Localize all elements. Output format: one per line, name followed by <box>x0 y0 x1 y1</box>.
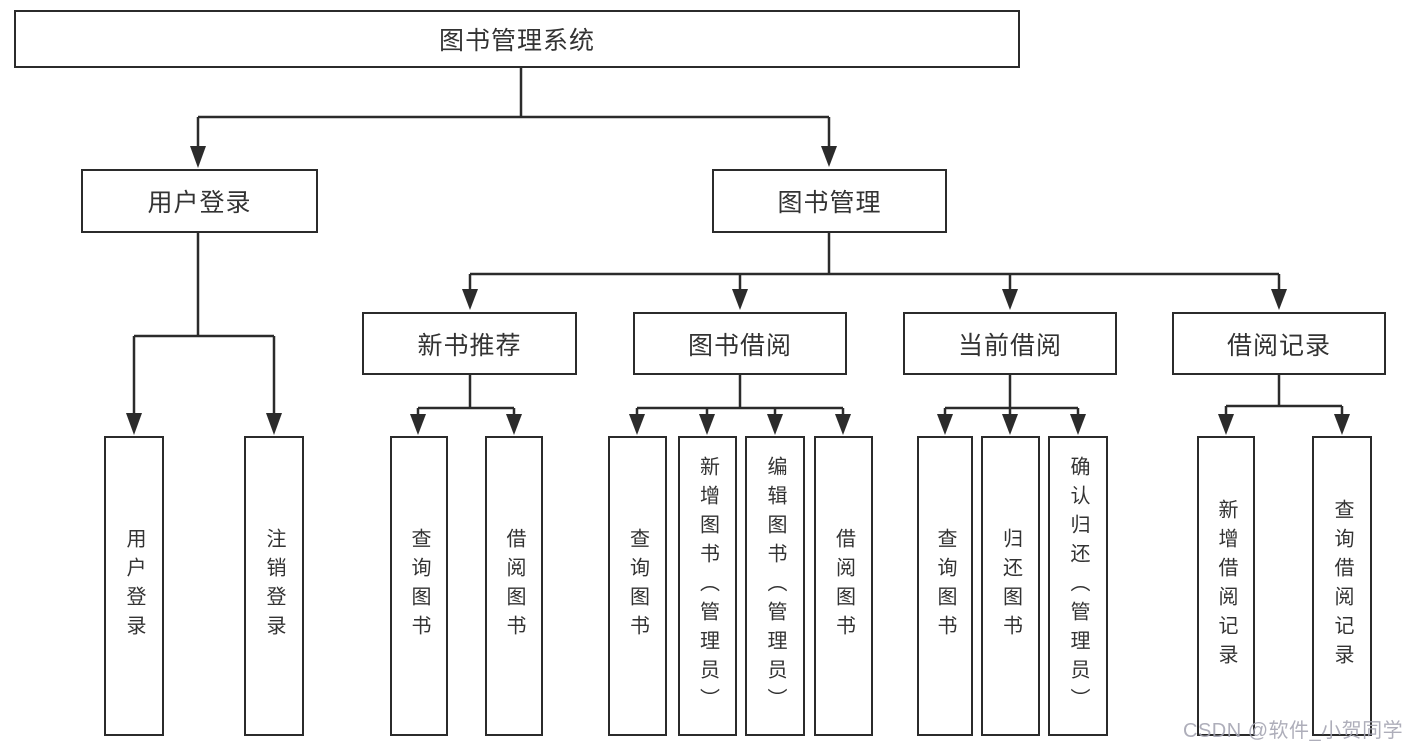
leaf-query-borrow-record: 查询借阅记录 <box>1312 436 1372 736</box>
leaf-edit-books-admin: 编辑图书（管理员） <box>745 436 805 736</box>
leaf-add-books-admin: 新增图书（管理员） <box>678 436 737 736</box>
leaf-query-books-current: 查询图书 <box>917 436 973 736</box>
leaf-add-borrow-record: 新增借阅记录 <box>1197 436 1255 736</box>
leaf-query-books-recommend: 查询图书 <box>390 436 448 736</box>
node-current-borrowing: 当前借阅 <box>903 312 1117 375</box>
node-user-login: 用户登录 <box>81 169 318 233</box>
node-borrow-records: 借阅记录 <box>1172 312 1386 375</box>
leaf-borrow-books-recommend: 借阅图书 <box>485 436 543 736</box>
node-new-book-recommend: 新书推荐 <box>362 312 577 375</box>
leaf-return-books: 归还图书 <box>981 436 1040 736</box>
leaf-logout: 注销登录 <box>244 436 304 736</box>
node-library-system: 图书管理系统 <box>14 10 1020 68</box>
leaf-query-books-borrow: 查询图书 <box>608 436 667 736</box>
node-book-management: 图书管理 <box>712 169 947 233</box>
csdn-watermark: CSDN @软件_小贺同学 <box>1183 720 1404 742</box>
leaf-borrow-books: 借阅图书 <box>814 436 873 736</box>
leaf-user-login: 用户登录 <box>104 436 164 736</box>
leaf-confirm-return-admin: 确认归还（管理员） <box>1048 436 1108 736</box>
node-book-borrowing: 图书借阅 <box>633 312 847 375</box>
